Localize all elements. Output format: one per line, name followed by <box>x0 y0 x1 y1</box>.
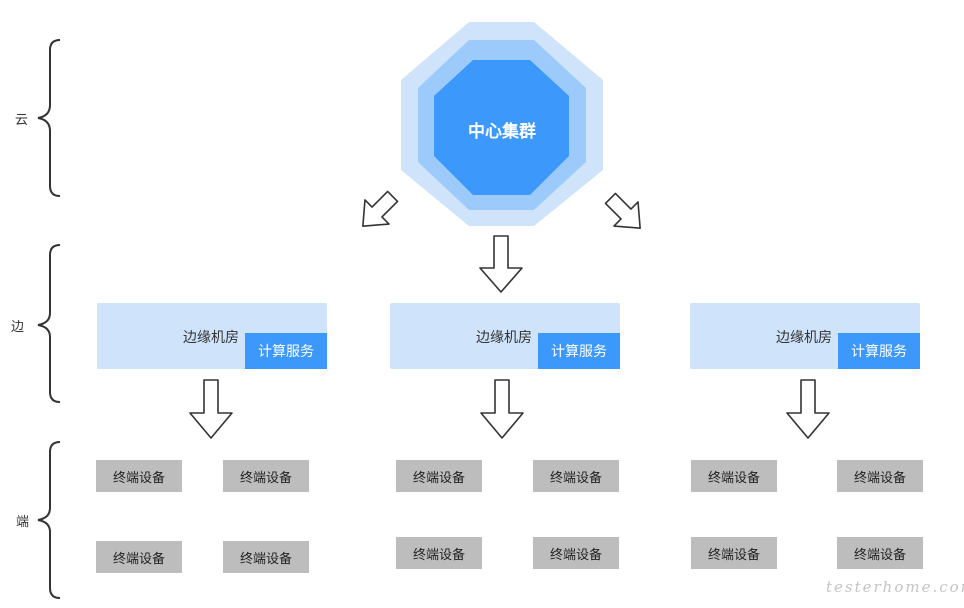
brace-end <box>37 441 61 599</box>
terminal-device: 终端设备 <box>96 460 182 492</box>
arrow-edge-to-devices-left <box>189 379 233 439</box>
terminal-device: 终端设备 <box>223 541 309 573</box>
arrow-center-to-edge-right <box>604 192 641 229</box>
terminal-device: 终端设备 <box>223 460 309 492</box>
brace-cloud <box>37 39 61 197</box>
terminal-device: 终端设备 <box>691 460 777 492</box>
arrow-center-to-edge-middle <box>479 235 523 293</box>
terminal-device: 终端设备 <box>837 460 923 492</box>
tier-label-cloud: 云 <box>15 113 29 128</box>
terminal-device: 终端设备 <box>837 537 923 569</box>
terminal-device: 终端设备 <box>533 537 619 569</box>
watermark: testerhome.com <box>826 578 964 596</box>
edge-room-title: 边缘机房 <box>776 330 832 346</box>
edge-room: 边缘机房 计算服务 <box>690 303 920 369</box>
edge-room: 边缘机房 计算服务 <box>97 303 327 369</box>
tier-label-edge: 边 <box>11 320 25 335</box>
arrow-edge-to-devices-middle <box>480 379 524 439</box>
terminal-device: 终端设备 <box>691 537 777 569</box>
compute-service-box: 计算服务 <box>245 333 327 369</box>
arrow-center-to-edge-left <box>362 190 399 227</box>
terminal-device: 终端设备 <box>533 460 619 492</box>
edge-room: 边缘机房 计算服务 <box>390 303 620 369</box>
center-cluster-label: 中心集群 <box>468 122 536 142</box>
edge-room-title: 边缘机房 <box>476 330 532 346</box>
edge-room-title: 边缘机房 <box>183 330 239 346</box>
brace-edge <box>37 244 61 403</box>
terminal-device: 终端设备 <box>396 460 482 492</box>
terminal-device: 终端设备 <box>396 537 482 569</box>
compute-service-box: 计算服务 <box>538 333 620 369</box>
center-cluster-inner-octagon <box>434 60 569 195</box>
arrow-edge-to-devices-right <box>786 379 830 439</box>
compute-service-box: 计算服务 <box>838 333 920 369</box>
terminal-device: 终端设备 <box>96 541 182 573</box>
tier-label-end: 端 <box>16 515 30 530</box>
